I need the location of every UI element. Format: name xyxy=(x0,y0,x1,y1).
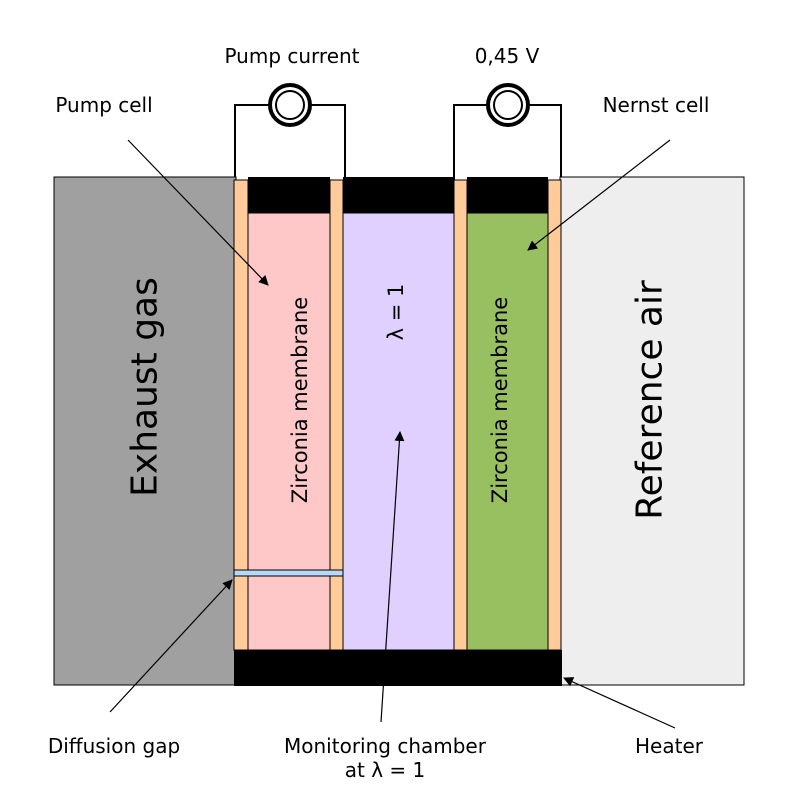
top-block-pump xyxy=(248,177,330,213)
voltage-label: 0,45 V xyxy=(475,44,540,68)
pump-current-label: Pump current xyxy=(224,44,359,68)
lambda-label: λ = 1 xyxy=(384,284,408,341)
exhaust-gas-region xyxy=(53,176,237,686)
diffusion-gap-arrow xyxy=(109,579,233,713)
diffusion-gap xyxy=(233,569,344,577)
top-block-nernst xyxy=(467,177,548,213)
pump-membrane-label: Zirconia membrane xyxy=(288,297,312,503)
reference-air-region xyxy=(559,176,745,686)
pump-cell-arrow xyxy=(127,139,269,286)
heater-label: Heater xyxy=(635,734,704,758)
heater-bottom xyxy=(234,650,562,686)
electrode-nernst-outer xyxy=(547,179,562,651)
monitoring-chamber-label: Monitoring chamber xyxy=(284,734,487,758)
heater-arrow xyxy=(563,677,676,729)
exhaust-gas-label: Exhaust gas xyxy=(125,277,166,497)
electrode-pump-inner xyxy=(329,179,344,651)
nernst-voltage-circuit xyxy=(453,83,562,177)
diffusion-gap-label: Diffusion gap xyxy=(48,734,180,758)
nernst-cell-arrow xyxy=(527,139,671,251)
pump-current-circuit xyxy=(234,83,346,177)
monitoring-chamber-arrow xyxy=(380,431,405,723)
monitoring-chamber xyxy=(342,212,456,651)
reference-air-label: Reference air xyxy=(630,280,671,520)
pump-membrane xyxy=(247,212,331,651)
pump-cell-label: Pump cell xyxy=(55,93,152,117)
electrode-pump-outer xyxy=(233,179,249,651)
nernst-cell-label: Nernst cell xyxy=(603,93,710,117)
monitoring-chamber-sublabel: at λ = 1 xyxy=(345,758,426,782)
nernst-membrane-label: Zirconia membrane xyxy=(488,297,512,503)
electrode-nernst-inner xyxy=(453,179,468,651)
top-block-chamber xyxy=(343,177,455,213)
nernst-membrane xyxy=(466,212,549,651)
